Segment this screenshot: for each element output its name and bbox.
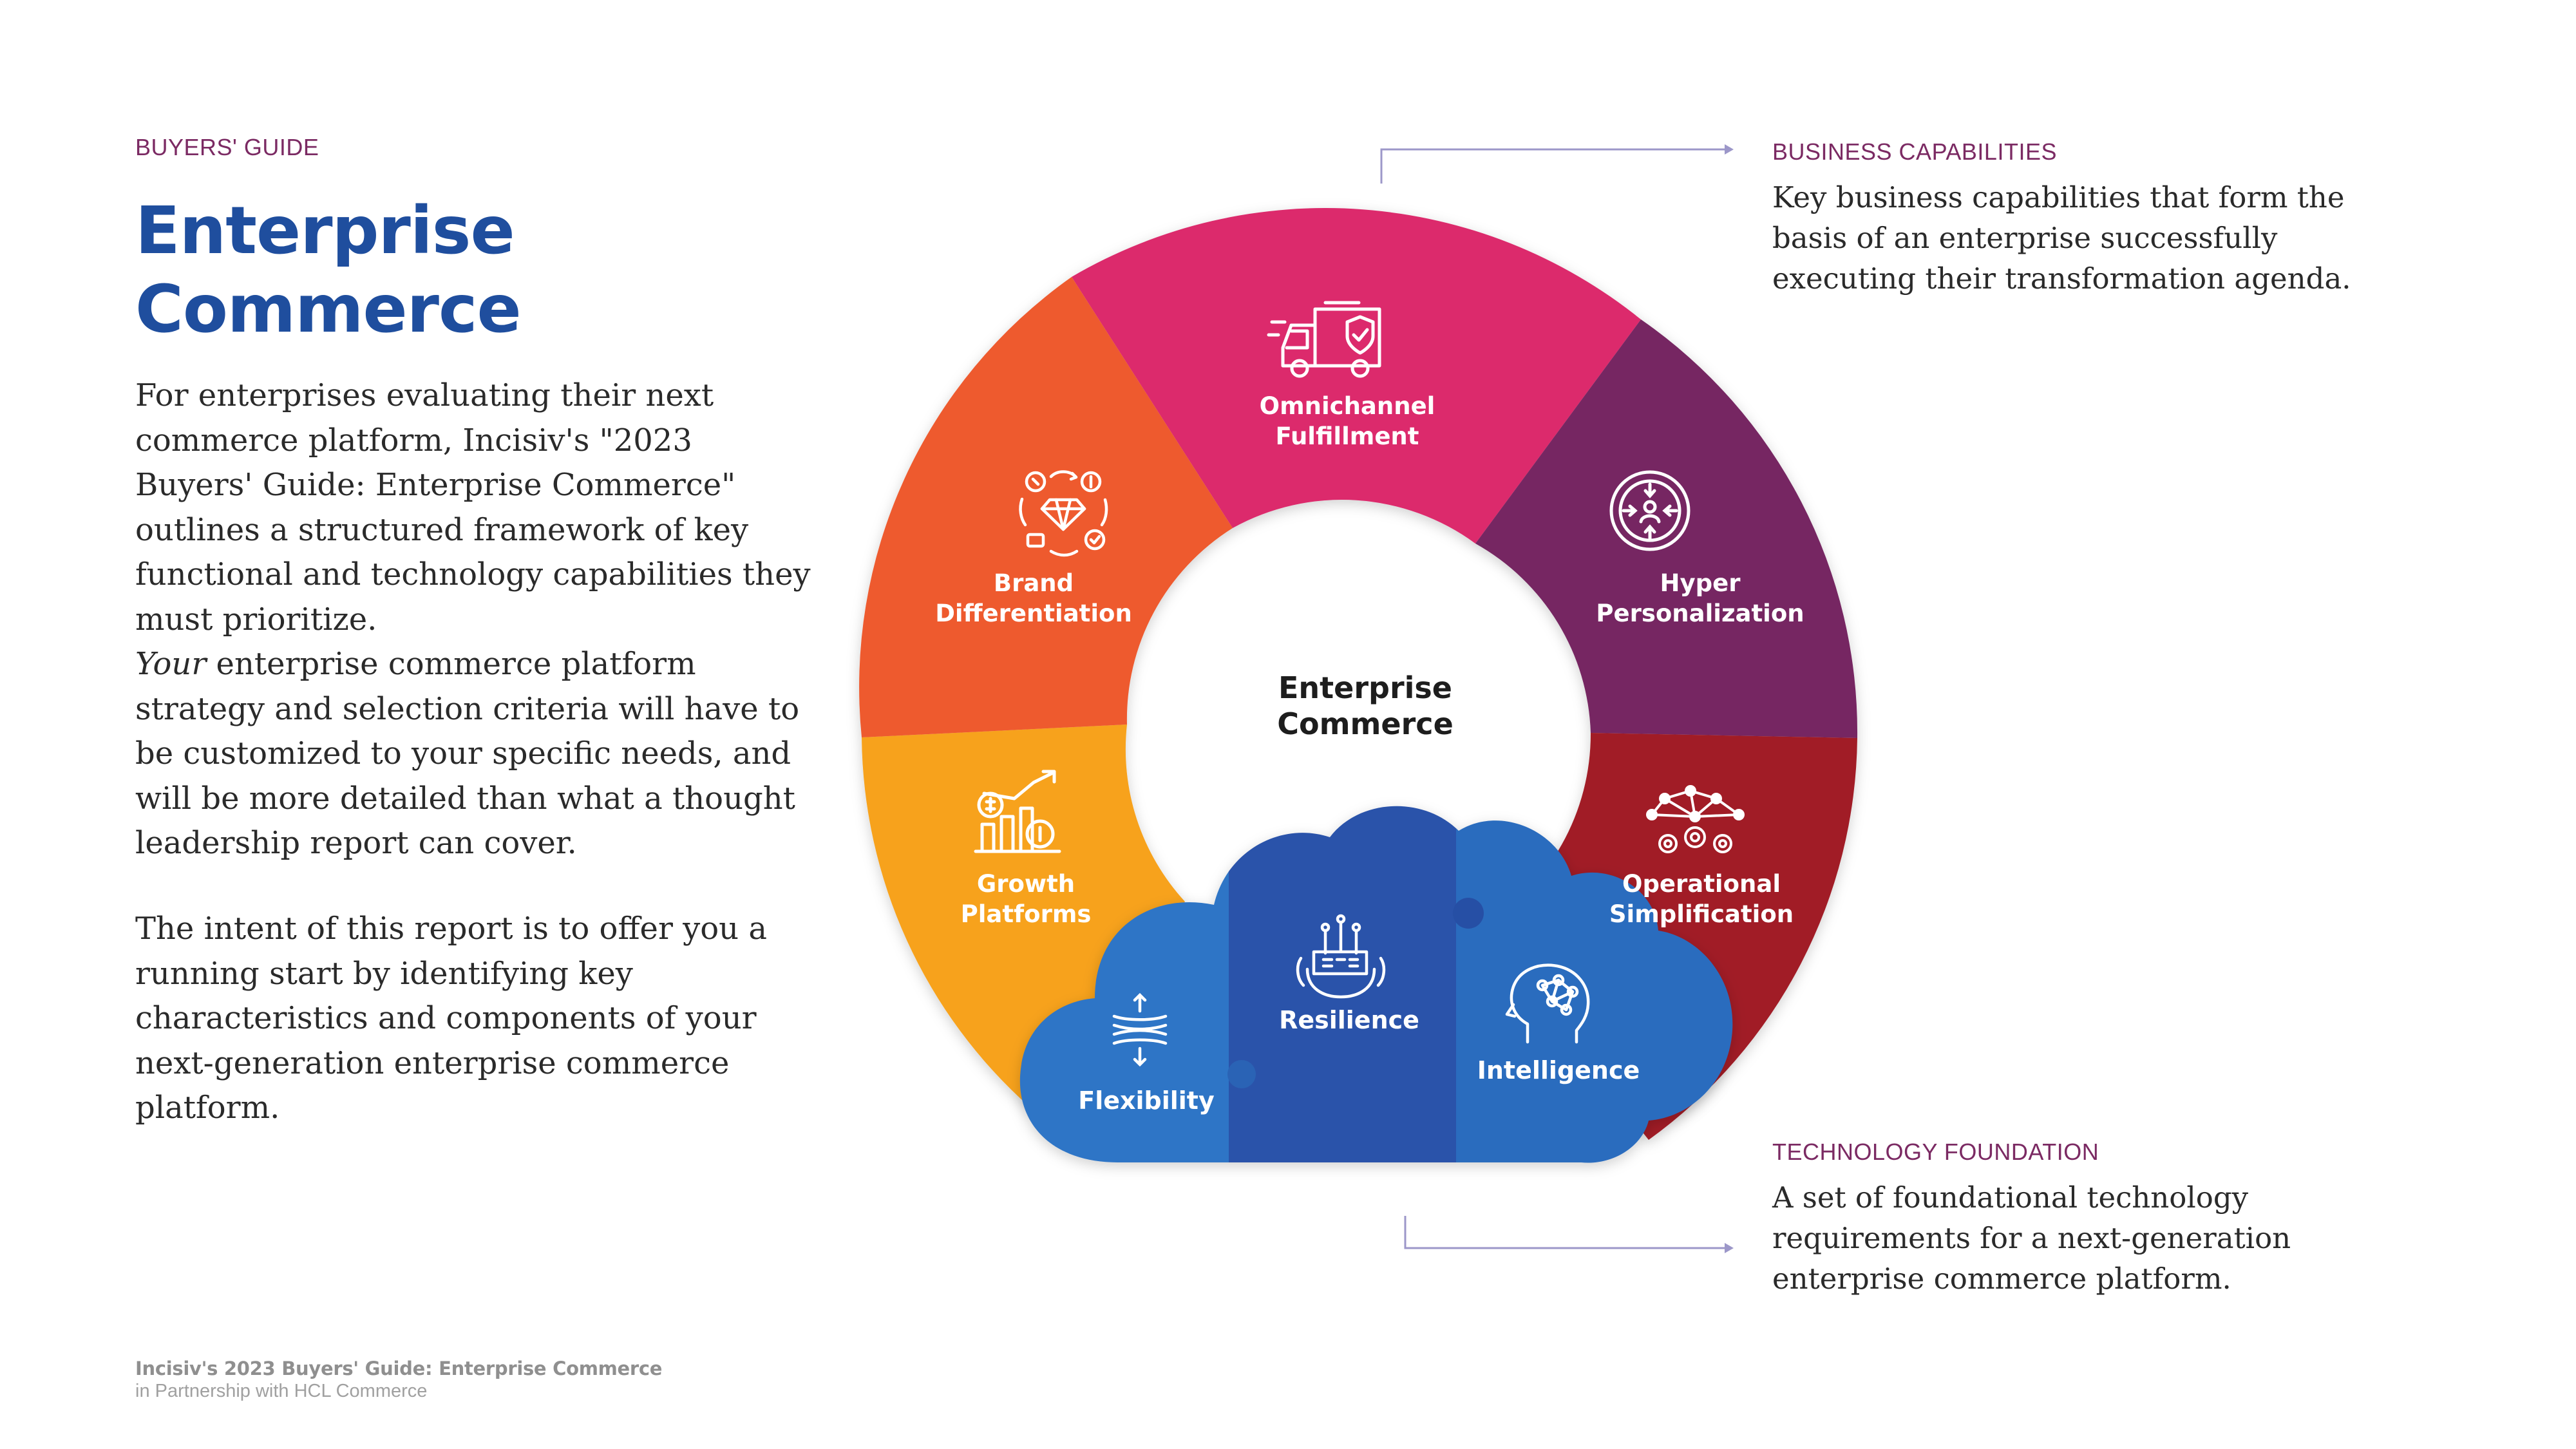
segment-growth-platforms — [862, 724, 1185, 1108]
eyebrow-label: BUYERS' GUIDE — [135, 134, 319, 160]
intro-paragraph: For enterprises evaluating their next co… — [135, 377, 811, 638]
strategy-text: enterprise commerce platform strategy an… — [135, 646, 800, 861]
diamond-cycle-icon — [1019, 470, 1108, 557]
page-title-line2: Commerce — [135, 271, 522, 348]
page-title-line1: Enterprise — [135, 193, 515, 269]
technology-connector-line — [1404, 1216, 1725, 1249]
segment-operational-label-line1: Operational — [1622, 870, 1781, 898]
technology-foundation-text: A set of foundational technology require… — [1772, 1180, 2291, 1296]
strategy-emphasis: Your — [135, 646, 207, 682]
brain-head-icon — [1505, 963, 1590, 1044]
segment-hyper-label-line1: Hyper — [1660, 569, 1741, 597]
segment-growth-label-line2: Platforms — [961, 900, 1092, 928]
technology-foundation-callout: TECHNOLOGY FOUNDATION A set of foundatio… — [1772, 1139, 2352, 1299]
segment-omnichannel-label-line1: Omnichannel — [1260, 392, 1435, 420]
cloud-label-resilience: Resilience — [1279, 1006, 1419, 1034]
segment-operational-label-line2: Simplification — [1609, 900, 1794, 928]
business-capabilities-text: Key business capabilities that form the … — [1772, 180, 2351, 296]
segment-hyper-label-line2: Personalization — [1596, 600, 1804, 627]
delivery-truck-shield-icon — [1267, 301, 1381, 378]
segment-growth-label-line1: Growth — [977, 870, 1075, 898]
segment-hyper-personalization — [1475, 319, 1858, 738]
segment-brand-differentiation — [859, 277, 1233, 737]
business-capabilities-callout: BUSINESS CAPABILITIES Key business capab… — [1772, 138, 2352, 299]
cloud-label-flexibility: Flexibility — [1078, 1086, 1215, 1115]
business-connector-arrow — [1725, 144, 1734, 155]
cloud-label-intelligence: Intelligence — [1477, 1056, 1640, 1084]
segment-brand-label-line2: Differentiation — [935, 600, 1132, 627]
footer-title: Incisiv's 2023 Buyers' Guide: Enterprise… — [135, 1358, 663, 1379]
footer: Incisiv's 2023 Buyers' Guide: Enterprise… — [135, 1358, 662, 1402]
center-label-line2: Commerce — [1277, 706, 1454, 741]
cloud-bubble-right — [1453, 898, 1484, 929]
footer-partner: in Partnership with HCL Commerce — [135, 1381, 428, 1401]
resilience-icon — [1296, 914, 1386, 999]
intent-paragraph: The intent of this report is to offer yo… — [135, 911, 767, 1126]
business-connector-line — [1380, 148, 1725, 184]
strategy-paragraph: Your enterprise commerce platform strate… — [135, 642, 818, 866]
target-person-icon — [1609, 470, 1690, 551]
flexibility-icon — [1112, 992, 1168, 1067]
segment-brand-label-line1: Brand — [994, 569, 1074, 597]
technology-foundation-label: TECHNOLOGY FOUNDATION — [1772, 1139, 2099, 1165]
technology-connector-arrow — [1725, 1243, 1734, 1253]
center-label-line1: Enterprise — [1278, 670, 1452, 705]
segment-omnichannel-label-line2: Fulfillment — [1276, 422, 1419, 450]
business-capabilities-label: BUSINESS CAPABILITIES — [1772, 138, 2057, 165]
growth-chart-icon — [974, 770, 1061, 853]
page-title: Enterprise Commerce — [135, 192, 522, 349]
network-gears-icon — [1646, 785, 1745, 853]
cloud-bubble-left — [1227, 1060, 1256, 1088]
